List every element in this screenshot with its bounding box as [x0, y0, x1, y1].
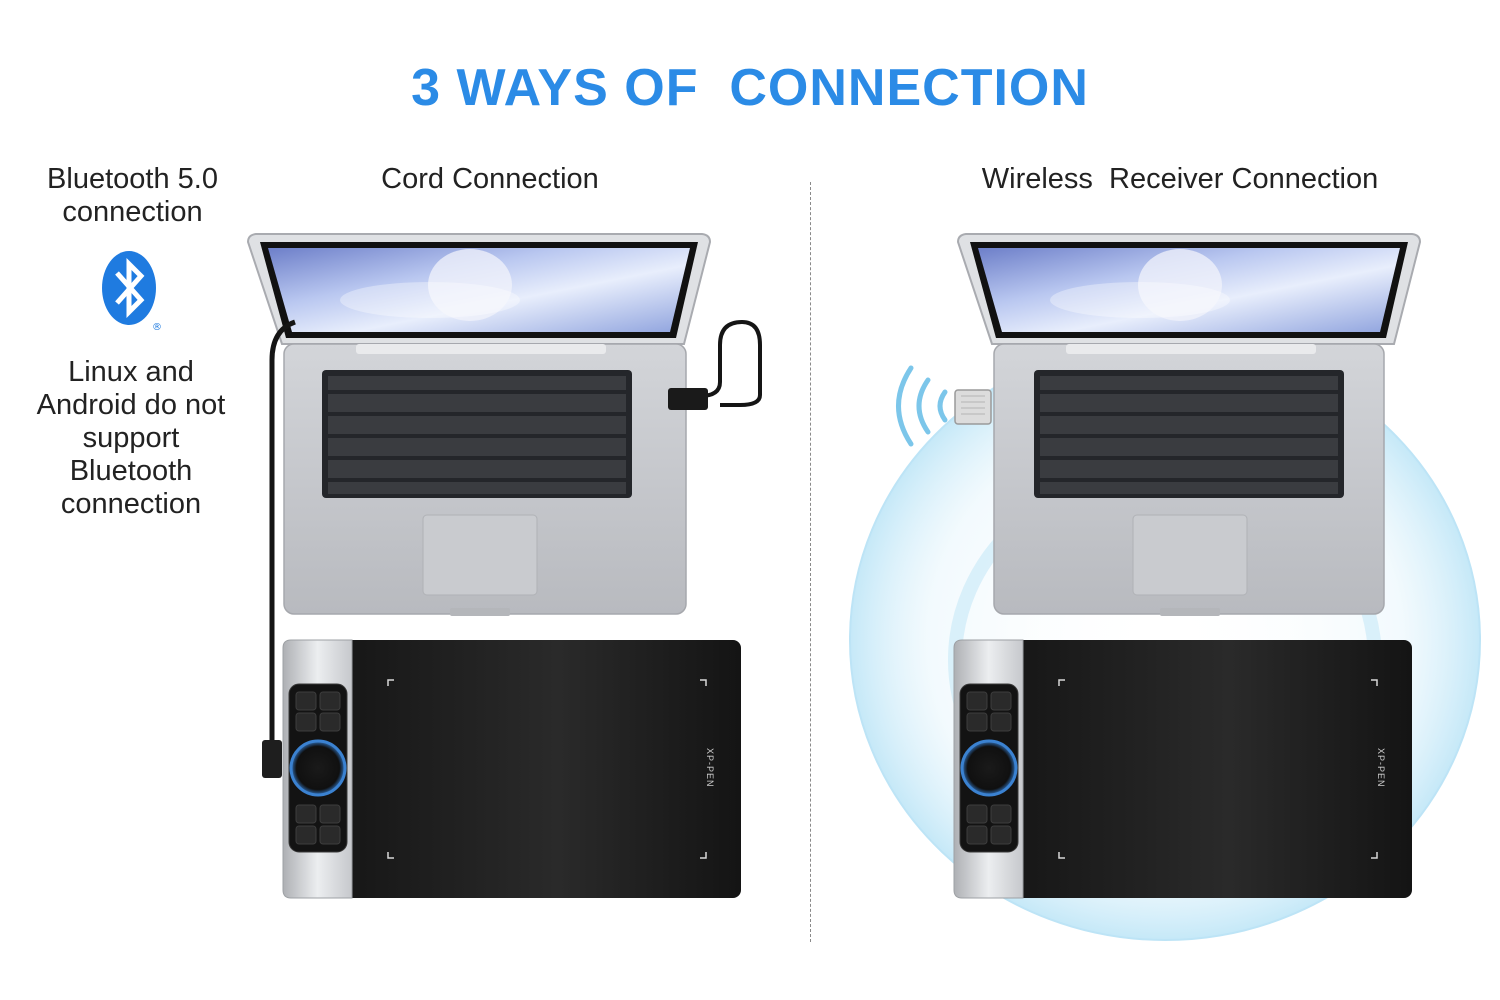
section-divider: [810, 182, 811, 942]
wireless-connection-title: Wireless Receiver Connection: [981, 163, 1379, 195]
wifi-waves-icon: [896, 365, 948, 447]
tablet-brand: XP-PEN: [705, 748, 715, 788]
page-title: 3 WAYS OF CONNECTION: [411, 59, 1089, 117]
wireless-receiver-dongle: [954, 389, 992, 425]
laptop-wireless: [956, 233, 1422, 616]
bluetooth-support-note: Linux and Android do not support Bluetoo…: [36, 356, 226, 520]
bluetooth-icon-rune: [115, 257, 145, 319]
bluetooth-heading: Bluetooth 5.0 connection: [47, 163, 218, 228]
tablet-dial: [960, 739, 1018, 797]
tablet-dial: [289, 739, 347, 797]
laptop-cord: [246, 233, 712, 616]
cord-connection-title: Cord Connection: [381, 163, 599, 195]
bluetooth-icon: ®: [102, 251, 162, 332]
keyboard-rows: [328, 376, 626, 494]
drawing-tablet-wireless: XP-PEN: [953, 639, 1412, 899]
usb-cable: [262, 319, 762, 778]
drawing-tablet-cord: XP-PEN: [282, 639, 741, 899]
tablet-brand: XP-PEN: [1376, 748, 1386, 788]
registered-mark: ®: [152, 322, 162, 332]
